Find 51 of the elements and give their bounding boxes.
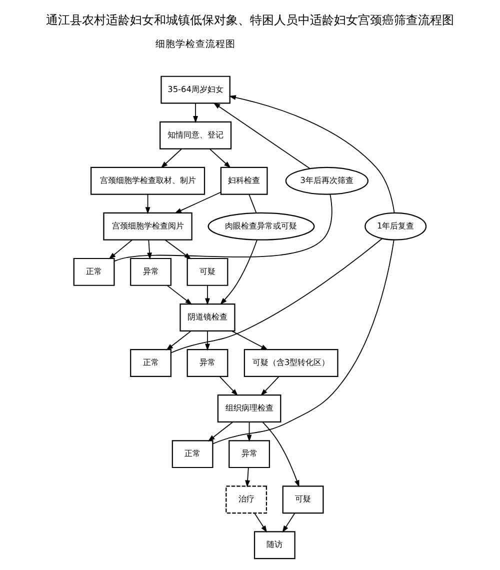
connector bbox=[170, 238, 382, 354]
diagram-title: 通江县农村适龄妇女和城镇低保对象、特困人员中适龄妇女宫颈癌筛查流程图 bbox=[46, 12, 454, 27]
node-box: 正常 bbox=[130, 349, 172, 377]
arrow bbox=[166, 284, 192, 305]
arrow bbox=[231, 330, 268, 350]
node-box: 宫颈细胞学检查阅片 bbox=[103, 212, 192, 240]
node-box: 正常 bbox=[172, 440, 214, 468]
arrow bbox=[208, 422, 234, 442]
node-ellipse: 3年后再次筛查 bbox=[285, 166, 368, 195]
node-box: 知情同意、登记 bbox=[160, 121, 232, 150]
arrow bbox=[193, 102, 198, 124]
node-box: 异常 bbox=[186, 349, 228, 377]
arrow bbox=[108, 239, 133, 260]
arrow bbox=[164, 239, 192, 260]
arrow bbox=[246, 422, 252, 442]
node-box: 可疑（含3型转化区） bbox=[244, 349, 338, 377]
arrow bbox=[145, 194, 150, 214]
arrow bbox=[262, 422, 300, 488]
node-box: 妇科检查 bbox=[220, 166, 268, 195]
node-box: 组织病理检查 bbox=[217, 394, 282, 423]
arrow bbox=[213, 102, 310, 170]
node-box: 正常 bbox=[73, 258, 115, 286]
node-box: 异常 bbox=[130, 258, 172, 286]
label: 细胞学检查流程图 bbox=[156, 38, 236, 50]
connector bbox=[212, 239, 394, 444]
arrow bbox=[174, 192, 222, 214]
connector bbox=[248, 194, 257, 214]
node-box: 随访 bbox=[254, 531, 296, 560]
arrow bbox=[166, 330, 192, 350]
arrow bbox=[282, 512, 296, 533]
connector bbox=[114, 194, 332, 262]
arrow bbox=[209, 148, 231, 168]
arrow bbox=[160, 148, 182, 168]
node-ellipse: 1年后复查 bbox=[364, 212, 427, 240]
node-box: 异常 bbox=[228, 440, 270, 468]
node-box: 阴道镜检查 bbox=[180, 303, 236, 332]
arrow bbox=[228, 95, 395, 214]
arrow bbox=[245, 467, 250, 488]
node-box: 可疑 bbox=[282, 486, 324, 514]
arrow bbox=[220, 240, 258, 305]
arrow bbox=[205, 284, 210, 306]
node-ellipse: 肉眼检查异常或可疑 bbox=[208, 212, 315, 240]
arrow bbox=[219, 376, 238, 396]
node-box: 宫颈细胞学检查取材、制片 bbox=[90, 166, 206, 195]
node-box: 可疑 bbox=[186, 258, 228, 286]
node-box: 治疗 bbox=[226, 486, 268, 514]
arrow bbox=[147, 239, 152, 260]
arrow bbox=[205, 330, 210, 351]
arrow bbox=[260, 376, 280, 396]
node-box: 35-64周岁妇女 bbox=[160, 76, 230, 104]
arrow bbox=[254, 512, 268, 533]
